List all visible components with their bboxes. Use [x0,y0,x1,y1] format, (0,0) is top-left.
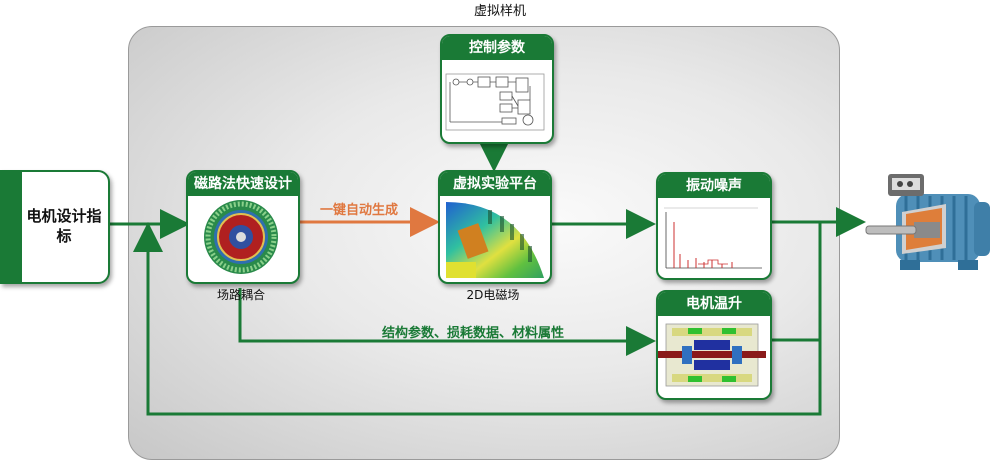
control-params-card[interactable]: 控制参数 [440,34,554,144]
magnetic-design-title: 磁路法快速设计 [188,172,298,196]
vibration-noise-card[interactable]: 振动噪声 [656,172,772,280]
design-spec-label: 电机设计指标 [26,207,102,245]
motor-cross-section-image [204,200,278,274]
connection-lines [106,142,866,416]
params-label: 结构参数、损耗数据、材料属性 [382,326,565,341]
thermal-model-image [658,323,766,387]
design-spec-accent-bar [0,170,22,284]
arrow-params-to-thermal [238,288,656,356]
field-circuit-caption: 场路耦合 [216,288,265,302]
auto-generate-label: 一键自动生成 [320,203,399,218]
thermal-title: 电机温升 [658,292,770,316]
arrow-feedback-loop [133,222,822,416]
motor-image [865,174,990,270]
virtual-lab-title: 虚拟实验平台 [440,172,550,196]
noise-spectrum-image [664,207,762,269]
control-block-diagram [445,73,545,131]
virtual-lab-card[interactable]: 虚拟实验平台 [438,170,552,284]
em-field-plot-image [446,202,544,278]
magnetic-design-card[interactable]: 磁路法快速设计 [186,170,300,284]
control-params-title: 控制参数 [442,36,552,60]
vibration-noise-title: 振动噪声 [658,174,770,198]
thermal-card[interactable]: 电机温升 [656,290,772,400]
em-field-caption: 2D电磁场 [466,288,520,302]
panel-title: 虚拟样机 [473,4,526,19]
line-thermal-join [770,222,822,342]
